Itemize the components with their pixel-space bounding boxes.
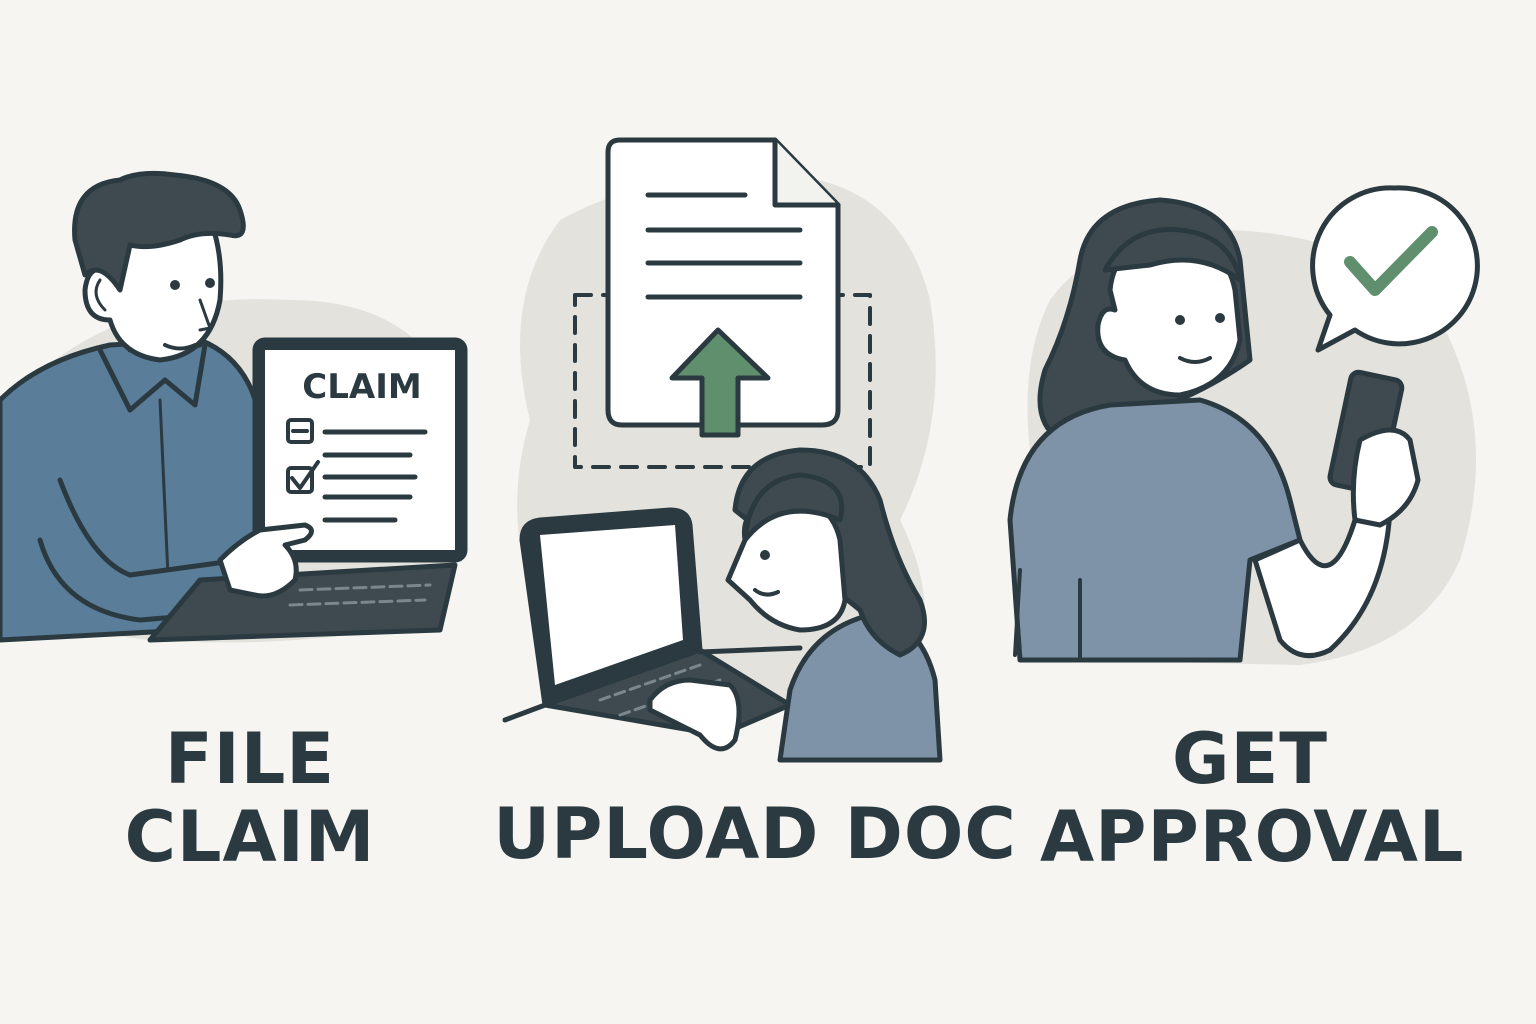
man-hair xyxy=(72,170,246,293)
step-label-upload-doc: UPLOAD DOC xyxy=(493,793,1017,875)
woman-hands xyxy=(647,677,742,752)
step1-illustration xyxy=(0,170,468,643)
man-hand xyxy=(217,522,314,599)
laptop-screen xyxy=(265,350,455,550)
woman-2-hand xyxy=(1350,427,1421,528)
claim-form-checkbox-1 xyxy=(286,418,314,444)
step3-illustration xyxy=(1007,185,1480,663)
approval-check-icon xyxy=(1310,185,1480,353)
step-label-file-claim: FILE CLAIM xyxy=(124,718,376,879)
woman-2-arm xyxy=(1252,507,1393,659)
step-label-get-approval: GET APPROVAL xyxy=(1040,718,1465,879)
laptop-claim-title: CLAIM xyxy=(302,367,421,407)
man-collar xyxy=(97,342,208,413)
step2-illustration xyxy=(502,137,943,763)
woman-2-shirt xyxy=(1007,397,1303,663)
document-upload-icon xyxy=(605,137,841,438)
claim-form-checkbox-2 xyxy=(286,466,314,494)
